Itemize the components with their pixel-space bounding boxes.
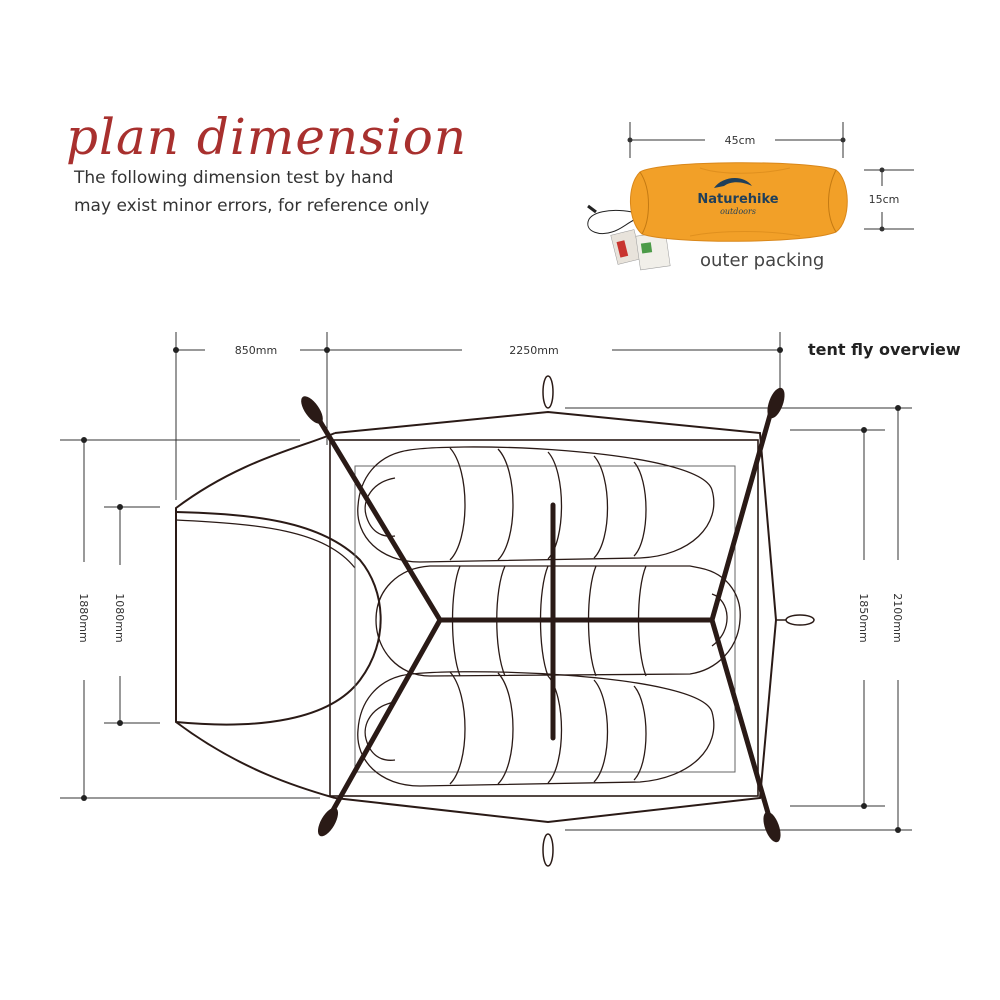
vestibule-outline (175, 432, 336, 799)
outer-packing-label: outer packing (700, 250, 825, 271)
sleeping-bag-1 (357, 446, 715, 563)
package-height-label: 15cm (869, 193, 900, 206)
inner-length-label: 2250mm (509, 344, 558, 357)
vestibule-door-zip (175, 511, 382, 726)
package-dimension-group: 45cm 15cm Naturehike outdoors (587, 122, 914, 271)
vestibule-door-width-label: 1080mm (113, 593, 126, 642)
brand-name: Naturehike (697, 192, 778, 207)
tent-poles (315, 405, 775, 823)
vestibule-depth-label: 850mm (235, 344, 277, 357)
hang-tag-icon (610, 229, 671, 271)
guy-line-loops (542, 375, 815, 867)
tent-fly-overview-label: tent fly overview (808, 340, 961, 359)
naturehike-logo-icon (714, 177, 752, 188)
inner-tent-floor (354, 465, 736, 773)
stuff-sack: Naturehike outdoors (629, 162, 848, 242)
tent-plan-diagram: 850mm 2250mm 1880mm 1080mm (60, 332, 912, 867)
disclaimer-line-1: The following dimension test by hand (74, 168, 394, 188)
package-width-label: 45cm (725, 134, 756, 147)
vestibule-outer-width-label: 1880mm (77, 593, 90, 642)
brand-subtitle: outdoors (720, 207, 756, 216)
drawstring-icon (587, 209, 635, 235)
pole-end-tips (301, 387, 785, 843)
sleeping-bag-3 (357, 671, 715, 787)
fly-width-label: 2100mm (891, 593, 904, 642)
inner-tent-body (329, 439, 759, 797)
disclaimer-line-2: may exist minor errors, for reference on… (74, 196, 430, 216)
inner-width-label: 1850mm (857, 593, 870, 642)
page-title: plan dimension (66, 108, 468, 166)
